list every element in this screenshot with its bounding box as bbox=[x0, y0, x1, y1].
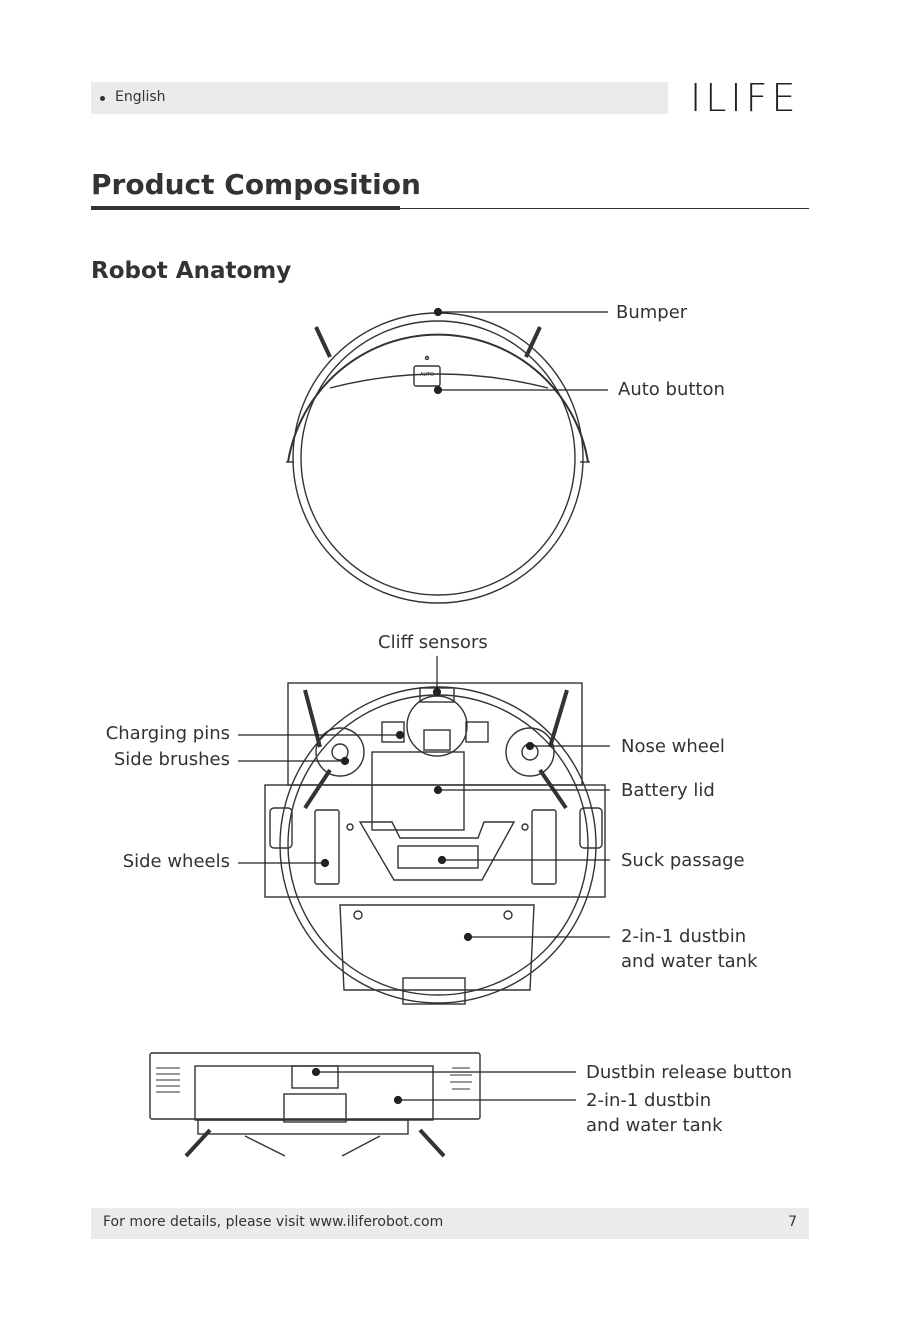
label-nose-wheel: Nose wheel bbox=[621, 734, 725, 759]
robot-top-view bbox=[286, 313, 590, 603]
label-battery-lid: Battery lid bbox=[621, 778, 715, 803]
label-charging-pins: Charging pins bbox=[102, 721, 230, 746]
auto-marking: AUTO bbox=[420, 372, 434, 378]
label-side-brushes: Side brushes bbox=[102, 747, 230, 772]
label-auto-button: Auto button bbox=[618, 377, 725, 402]
label-cliff-sensors: Cliff sensors bbox=[378, 630, 488, 655]
label-side-wheels: Side wheels bbox=[102, 849, 230, 874]
label-side-dustbin-line1: 2-in-1 dustbin bbox=[586, 1088, 711, 1113]
footer-text: For more details, please visit www.ilife… bbox=[103, 1214, 443, 1230]
robot-bottom-view bbox=[265, 683, 605, 1004]
label-bumper: Bumper bbox=[616, 300, 687, 325]
label-dustbin-line1: 2-in-1 dustbin bbox=[621, 924, 746, 949]
callout-lines bbox=[238, 309, 610, 1104]
label-suck-passage: Suck passage bbox=[621, 848, 745, 873]
footer-bar: For more details, please visit www.ilife… bbox=[91, 1208, 809, 1239]
label-side-dustbin-line2: and water tank bbox=[586, 1113, 723, 1138]
page-number: 7 bbox=[788, 1214, 797, 1230]
label-dustbin-line2: and water tank bbox=[621, 949, 758, 974]
label-release-button: Dustbin release button bbox=[586, 1060, 792, 1085]
